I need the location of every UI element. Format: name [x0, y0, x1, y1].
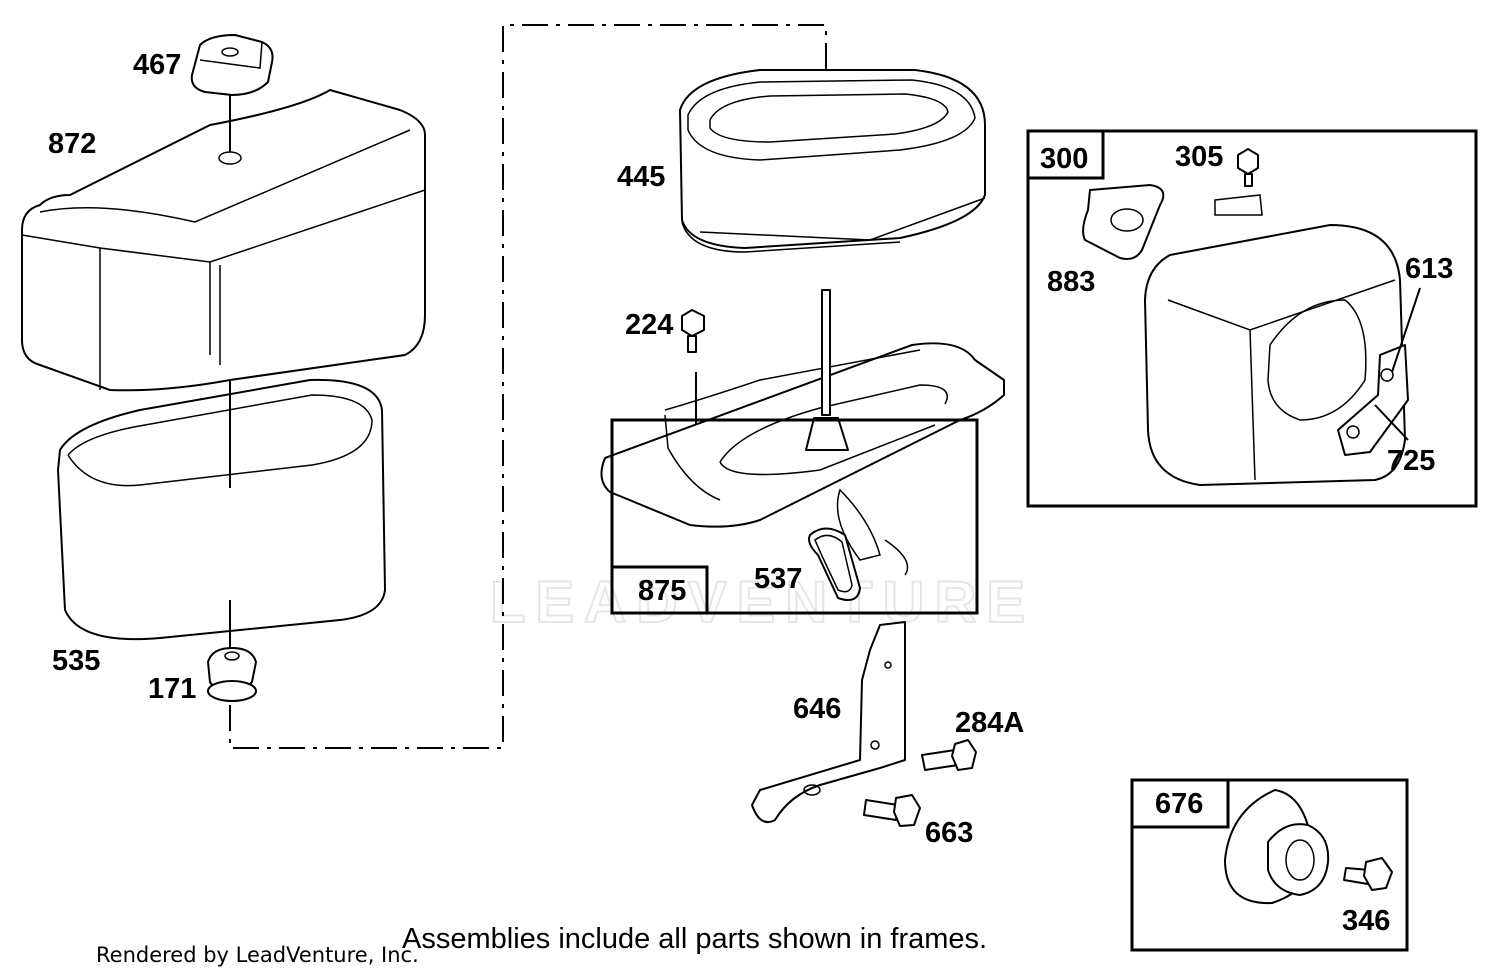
grommet-part[interactable] — [207, 647, 257, 702]
leader-725 — [1374, 404, 1409, 441]
pre-cleaner-part[interactable] — [57, 378, 386, 641]
part-label-883: 883 — [1047, 266, 1095, 298]
part-label-663: 663 — [925, 817, 973, 849]
frame-label-875: 875 — [638, 575, 686, 607]
knob-part[interactable] — [190, 34, 274, 96]
spark-arrestor-part[interactable] — [1224, 789, 1330, 905]
stud-part[interactable] — [805, 289, 849, 451]
leader-613 — [1391, 287, 1421, 373]
part-label-171: 171 — [148, 673, 196, 705]
gasket-537-part[interactable] — [808, 527, 861, 601]
part-label-725: 725 — [1387, 445, 1435, 477]
part-label-613: 613 — [1405, 253, 1453, 285]
screw-284A-part[interactable] — [921, 739, 977, 771]
frame-875-label-box — [610, 565, 709, 615]
watermark-text: LEADVENTURE — [490, 570, 1035, 635]
footer-note: Assemblies include all parts shown in fr… — [402, 923, 987, 955]
screw-346-part[interactable] — [1343, 857, 1393, 891]
deflector-part[interactable] — [1337, 344, 1409, 456]
reference-line — [229, 24, 827, 749]
frame-676 — [1130, 778, 1409, 952]
air-cleaner-base-part[interactable] — [600, 342, 1005, 576]
frame-300 — [1026, 129, 1478, 508]
part-label-537: 537 — [754, 563, 802, 595]
frame-label-676: 676 — [1155, 788, 1203, 820]
frame-676-label-box — [1130, 778, 1230, 829]
part-label-445: 445 — [617, 161, 665, 193]
bolt-224-part[interactable] — [681, 309, 705, 353]
part-label-872: 872 — [48, 128, 96, 160]
part-label-646: 646 — [793, 693, 841, 725]
part-label-467: 467 — [133, 49, 181, 81]
bracket-646-part[interactable] — [751, 621, 906, 824]
muffler-part[interactable] — [1144, 194, 1406, 486]
air-filter-cartridge-part[interactable] — [679, 69, 986, 253]
part-label-346: 346 — [1342, 905, 1390, 937]
part-label-305: 305 — [1175, 141, 1223, 173]
frame-label-300: 300 — [1040, 143, 1088, 175]
exhaust-gasket-part[interactable] — [1082, 184, 1165, 260]
part-label-284A: 284A — [955, 707, 1024, 739]
part-label-224: 224 — [625, 309, 673, 341]
bolt-305-part[interactable] — [1237, 148, 1259, 187]
footer-credit: Rendered by LeadVenture, Inc. — [96, 943, 419, 967]
frame-875 — [610, 418, 979, 615]
frame-300-label-box — [1026, 129, 1105, 180]
part-label-535: 535 — [52, 645, 100, 677]
screw-663-part[interactable] — [863, 794, 921, 827]
